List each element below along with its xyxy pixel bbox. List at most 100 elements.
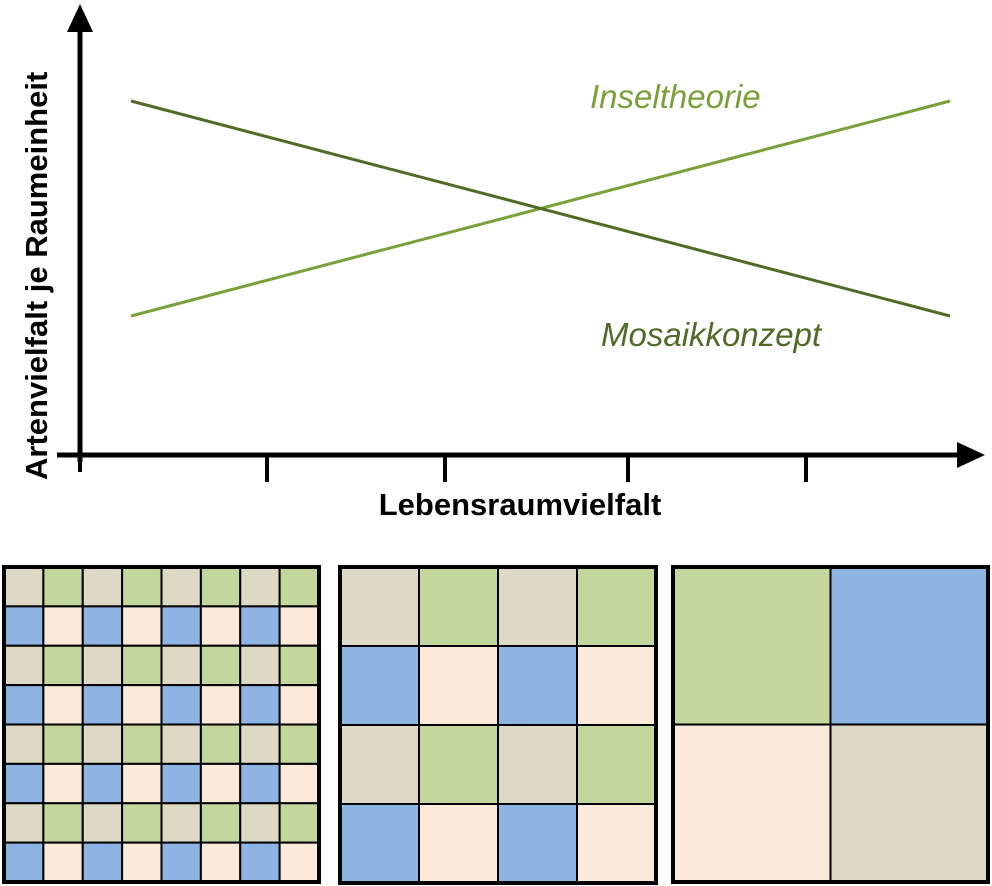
grid-cell: [199, 644, 242, 687]
grid-cell: [42, 684, 84, 726]
grid-cell: [239, 605, 281, 647]
grid-cell: [160, 762, 202, 805]
grid-cell: [829, 723, 989, 883]
grid-cell: [3, 802, 45, 844]
x-axis-ticks: [78, 455, 808, 482]
grid-cell: [160, 723, 202, 765]
grid-cell: [81, 841, 124, 883]
grid-cell: [160, 566, 202, 608]
grid-cell: [121, 802, 163, 844]
grid-cell: [42, 841, 84, 883]
grid-cell: [199, 802, 242, 844]
grid-cell: [199, 841, 242, 883]
grid-cell: [81, 802, 124, 844]
grid-cell: [497, 645, 578, 726]
grid-cell: [418, 645, 499, 726]
grid-cell: [3, 644, 45, 687]
grid-cell: [121, 684, 163, 726]
grid-cell: [199, 762, 242, 805]
grid-cell: [497, 566, 578, 647]
grid-border: [2, 565, 321, 884]
grid-cell: [576, 803, 657, 884]
grid-cell: [278, 566, 320, 608]
grid-cell: [81, 566, 124, 608]
grid-cell: [42, 644, 84, 687]
curve-label-mosaikkonzept: Mosaikkonzept: [601, 316, 823, 353]
grid-cell: [121, 841, 163, 883]
grid-cell: [81, 762, 124, 805]
y-axis-arrowhead: [67, 4, 93, 32]
y-axis-label: Artenvielfalt je Raumeinheit: [19, 72, 54, 480]
habitat-grids: [2, 565, 990, 885]
grid-cell: [576, 566, 657, 647]
grid-cell: [160, 802, 202, 844]
grid-cell: [3, 841, 45, 883]
grid-cell: [418, 566, 499, 647]
grid-cell: [42, 723, 84, 765]
grid-cell: [3, 762, 45, 805]
grid-cell: [239, 802, 281, 844]
grid-cell: [42, 802, 84, 844]
grid-cell: [278, 684, 320, 726]
grid-cell: [121, 644, 163, 687]
grid-cell: [239, 841, 281, 883]
grid-cell: [278, 802, 320, 844]
grid-cell: [3, 684, 45, 726]
grid-cell: [418, 803, 499, 884]
grid-cell: [339, 645, 420, 726]
grid-cell: [278, 841, 320, 883]
grid-cell: [160, 644, 202, 687]
grid-cell: [239, 566, 281, 608]
grid-cell: [81, 723, 124, 765]
grid-border: [338, 565, 658, 885]
grid-cell: [239, 644, 281, 687]
grid-cell: [278, 644, 320, 687]
grid-cell: [497, 803, 578, 884]
grid-cell: [672, 723, 832, 883]
grid-4x4: [338, 565, 658, 885]
grid-cell: [121, 605, 163, 647]
grid-cell: [160, 684, 202, 726]
grid-cell: [239, 684, 281, 726]
grid-cell: [278, 723, 320, 765]
grid-cell: [42, 566, 84, 608]
grid-cell: [829, 566, 989, 726]
grid-cell: [672, 566, 832, 726]
grid-cell: [497, 724, 578, 805]
grid-cell: [81, 605, 124, 647]
grid-cell: [199, 566, 242, 608]
curve-label-inseltheorie: Inseltheorie: [590, 78, 761, 115]
x-axis-arrowhead: [957, 442, 985, 468]
grid-8x8: [2, 565, 321, 884]
axes: [57, 4, 985, 482]
x-axis-label: Lebensraumvielfalt: [379, 487, 662, 522]
curve-mosaikkonzept: [130, 99, 951, 318]
grid-cell: [339, 724, 420, 805]
grid-cell: [121, 566, 163, 608]
grid-cell: [339, 803, 420, 884]
grid-cell: [160, 605, 202, 647]
grid-cell: [239, 723, 281, 765]
grid-cell: [42, 762, 84, 805]
grid-cell: [42, 605, 84, 647]
grid-cell: [3, 566, 45, 608]
grid-cell: [418, 724, 499, 805]
grid-cell: [339, 566, 420, 647]
grid-cell: [81, 644, 124, 687]
grid-cell: [199, 605, 242, 647]
grid-cell: [121, 762, 163, 805]
grid-cell: [3, 605, 45, 647]
grid-cell: [278, 605, 320, 647]
grid-cell: [576, 724, 657, 805]
grid-cell: [199, 723, 242, 765]
grid-2x2: [671, 565, 990, 884]
grid-cell: [576, 645, 657, 726]
grid-cell: [121, 723, 163, 765]
grid-cell: [81, 684, 124, 726]
grid-cell: [239, 762, 281, 805]
grid-cell: [278, 762, 320, 805]
grid-cell: [199, 684, 242, 726]
grid-cell: [3, 723, 45, 765]
grid-cell: [160, 841, 202, 883]
